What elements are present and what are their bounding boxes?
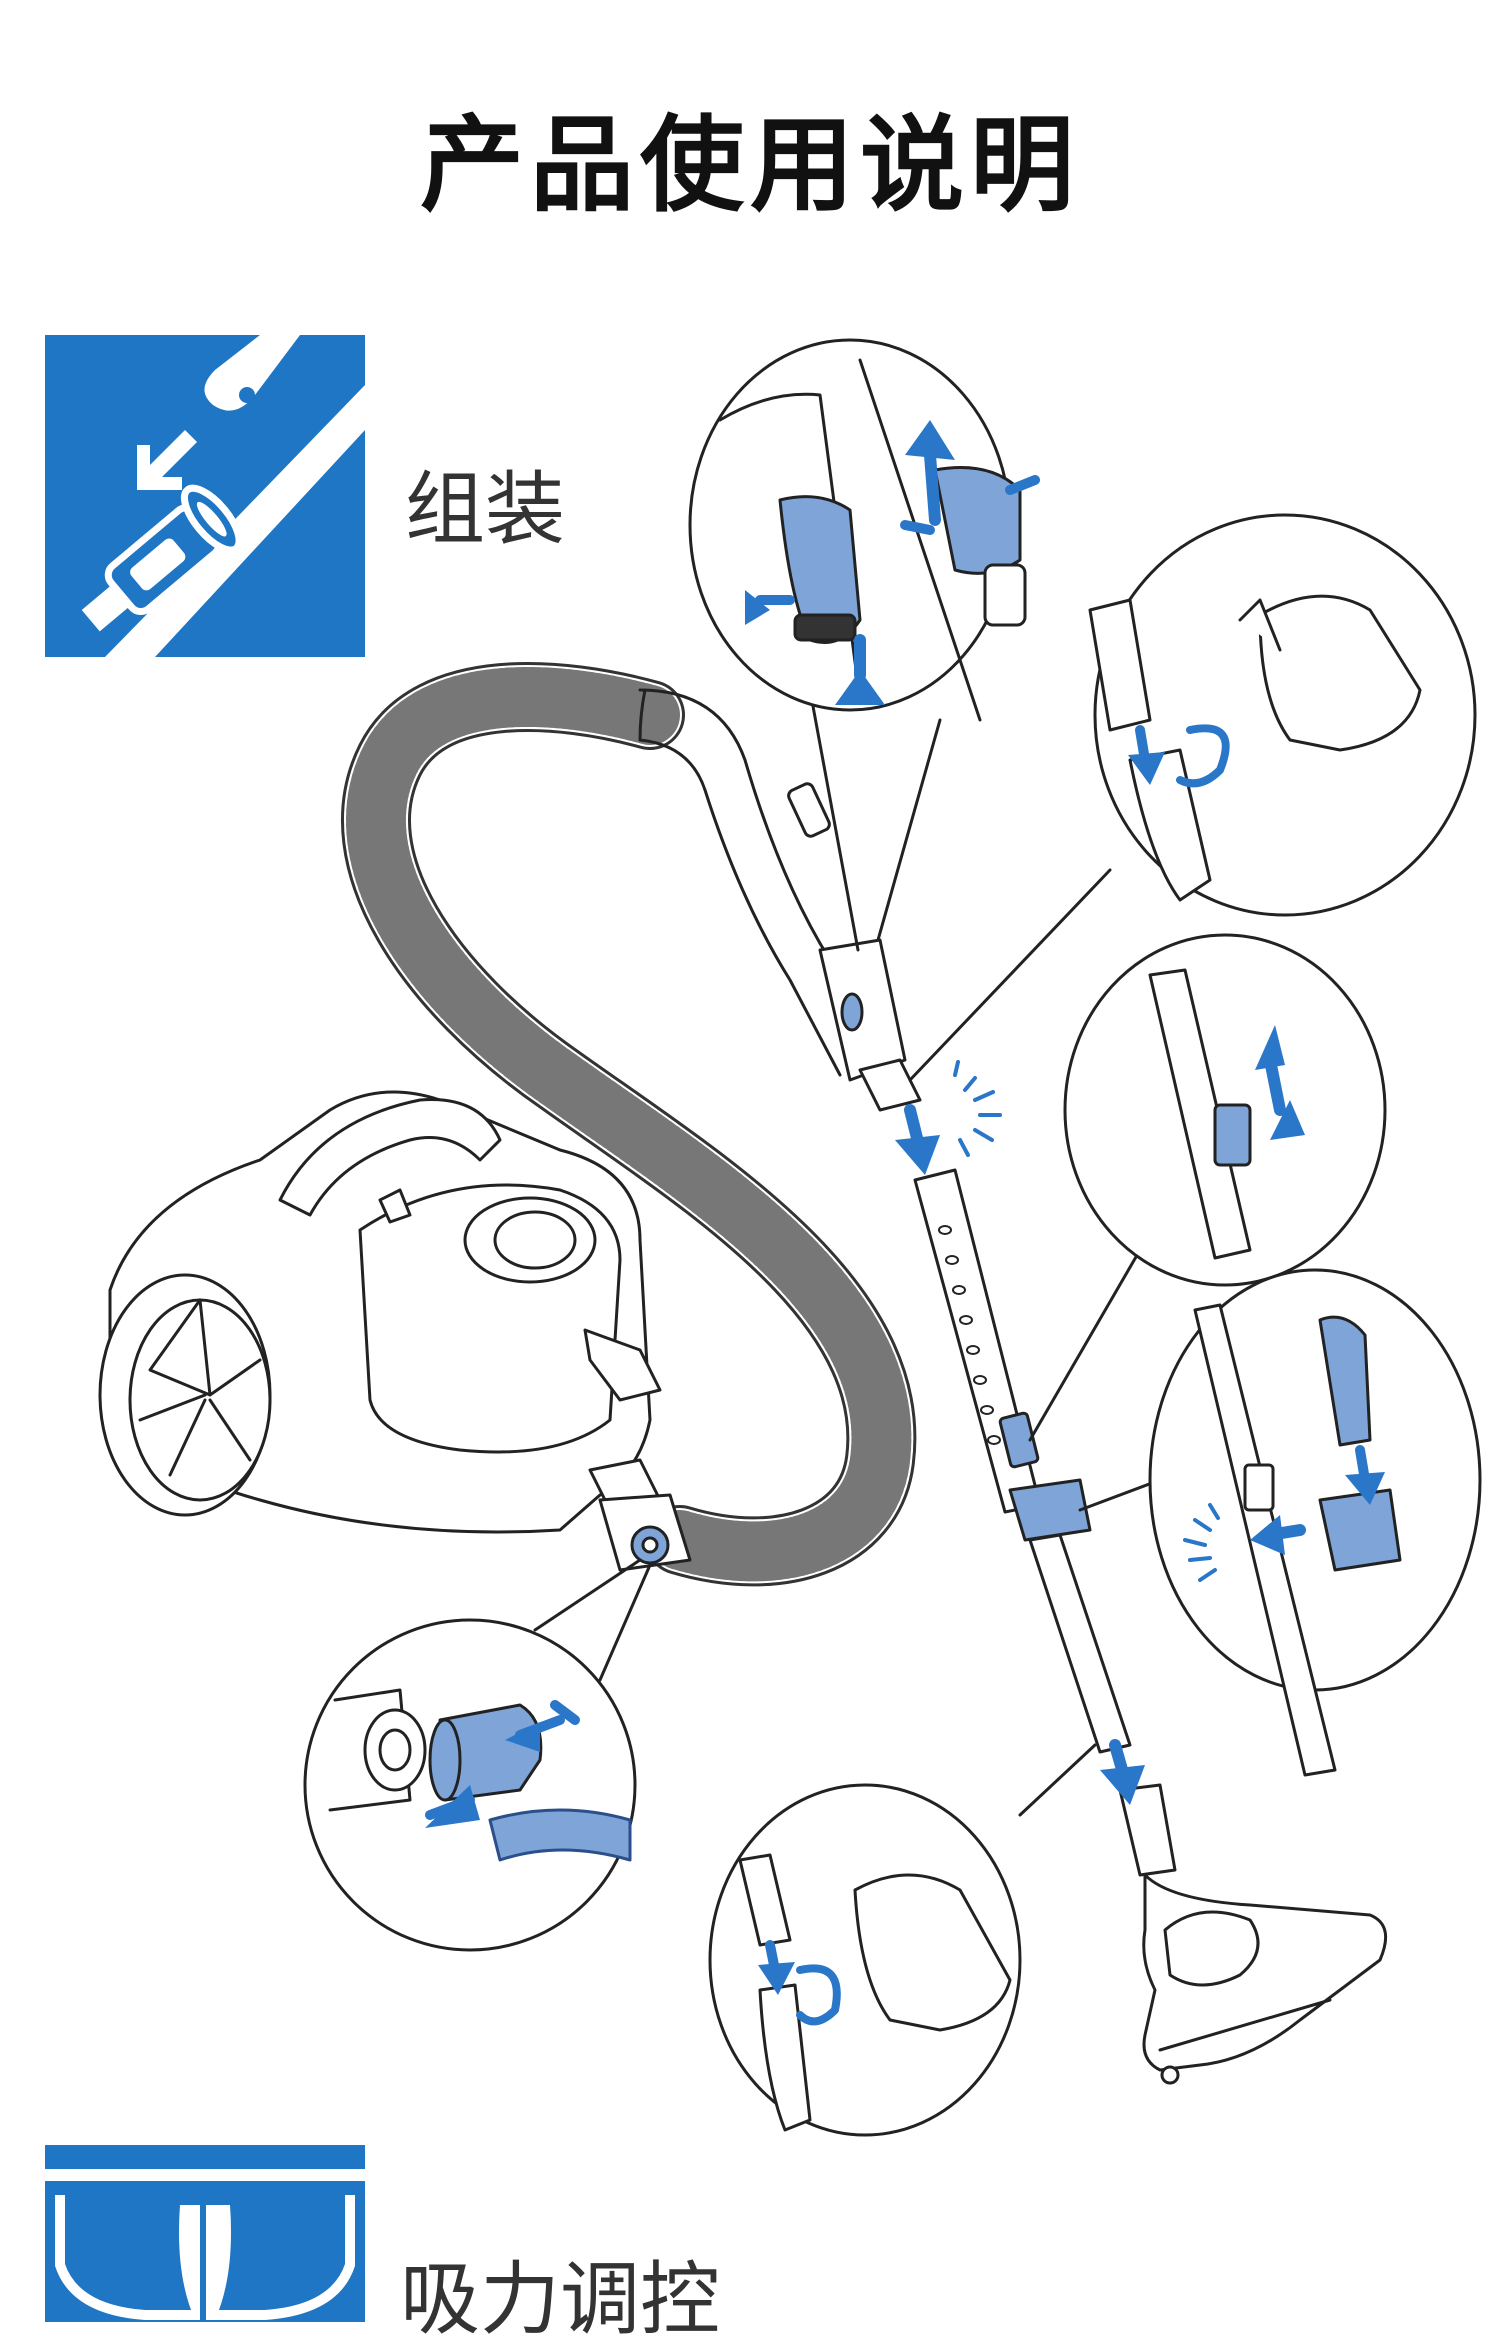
inlet-callout — [328, 1688, 632, 1862]
page-title: 产品使用说明 — [419, 104, 1080, 226]
section-label-assembly: 组装 — [405, 463, 565, 556]
assembly-section-icon — [45, 335, 365, 657]
accessory-clip-callout — [1183, 1303, 1402, 1777]
hose — [341, 662, 917, 1587]
telescopic-adjust-callout — [1148, 968, 1305, 1260]
crevice-tool-callout — [1088, 594, 1422, 902]
tool-swap-callout — [738, 1853, 1012, 2132]
assembly-icon — [45, 335, 365, 657]
vacuum-body — [98, 1090, 692, 1572]
handle-release-callout — [718, 358, 1040, 722]
suction-control-section-icon — [45, 2145, 365, 2322]
suction-control-icon — [45, 2145, 365, 2322]
section-label-suction-control: 吸力调控 — [400, 2253, 720, 2346]
